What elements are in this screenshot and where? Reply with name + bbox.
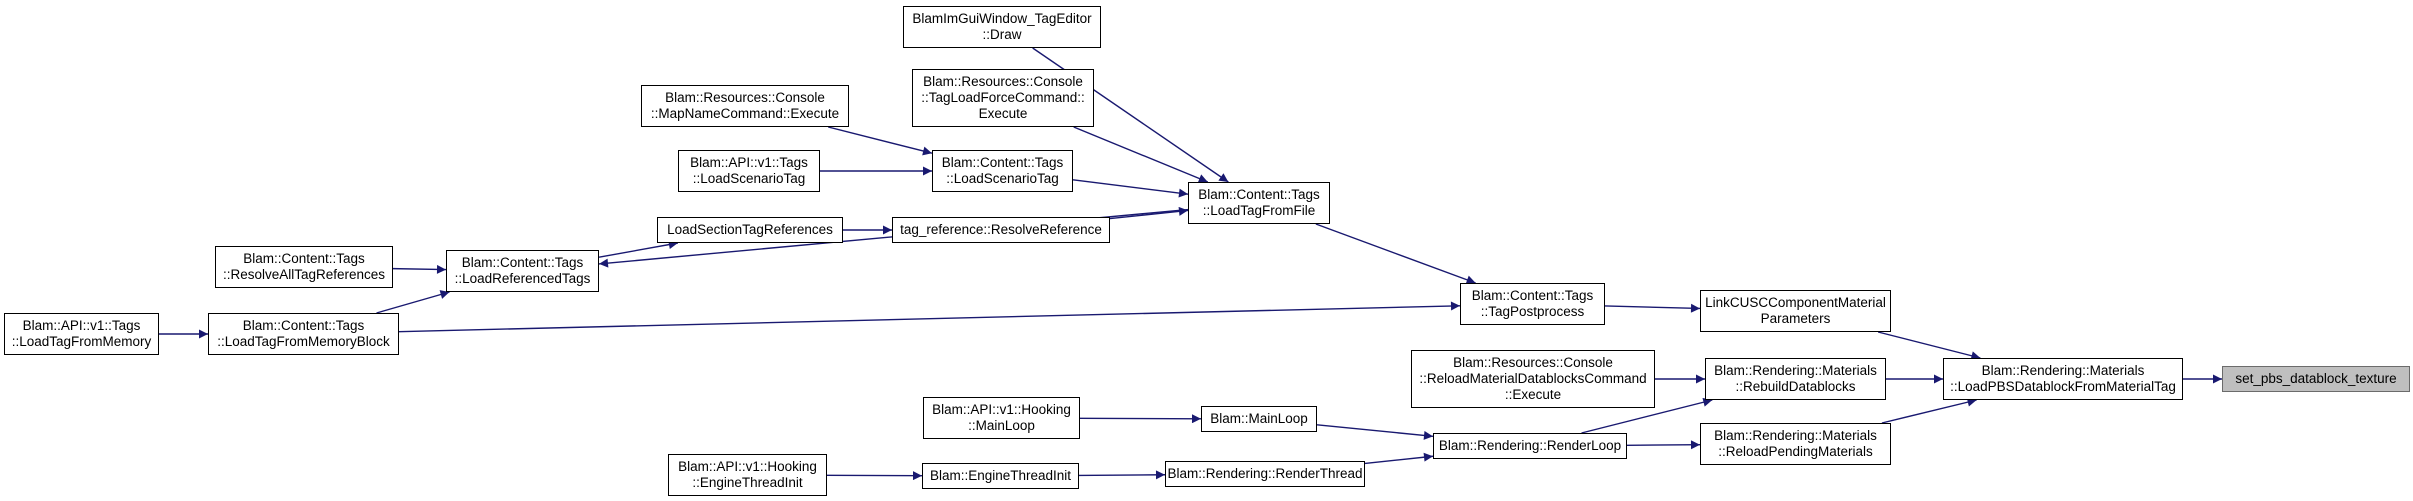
node-label-line: ::EngineThreadInit [692,475,803,490]
node-label-line: Blam::Content::Tags [243,251,365,266]
node-label-line: ::ReloadMaterialDatablocksCommand [1419,371,1647,386]
call-edge [1877,331,1981,361]
node-label-line: ::TagPostprocess [1480,304,1585,319]
node-label-line: Blam::Content::Tags [242,318,365,333]
node-label-line: Blam::API::v1::Hooking [678,459,817,474]
call-edge [1364,452,1434,465]
node-label-line: Parameters [1760,311,1831,326]
node-label-line: Blam::Resources::Console [665,90,825,105]
node-hooking-engine-thread-init[interactable]: Blam::API::v1::Hooking::EngineThreadInit [668,454,827,496]
node-label-line: Blam::MainLoop [1210,411,1308,426]
call-edge [598,240,678,258]
node-label-line: ::Draw [982,27,1022,42]
node-label-line: tag_reference::ResolveReference [900,222,1102,237]
node-load-referenced-tags[interactable]: Blam::Content::Tags::LoadReferencedTags [446,250,599,292]
node-label-line: LinkCUSCComponentMaterial [1705,295,1886,310]
call-edge [1881,397,1977,424]
call-edge [828,126,933,156]
node-label-line: set_pbs_datablock_texture [2235,371,2397,386]
node-label-line: Blam::Resources::Console [1453,355,1613,370]
node-label-line: ::LoadScenarioTag [692,171,806,186]
node-label-line: Blam::Resources::Console [923,74,1083,89]
call-edge [1073,126,1209,183]
call-edge [1315,223,1476,285]
node-render-loop[interactable]: Blam::Rendering::RenderLoop [1433,433,1627,459]
node-label-line: Blam::Rendering::RenderThread [1167,466,1363,481]
node-reload-material-datablocks-command[interactable]: Blam::Resources::Console::ReloadMaterial… [1411,350,1655,408]
node-label-line: ::MainLoop [968,418,1035,433]
call-edge [1626,440,1701,450]
node-render-thread[interactable]: Blam::Rendering::RenderThread [1165,461,1365,487]
node-label-line: ::MapNameCommand::Execute [650,106,840,121]
node-tag-load-force-command[interactable]: Blam::Resources::Console::TagLoadForceCo… [912,69,1094,127]
node-engine-thread-init[interactable]: Blam::EngineThreadInit [922,463,1079,489]
node-label-line: ::RebuildDatablocks [1735,379,1856,394]
node-resolve-all-tag-references[interactable]: Blam::Content::Tags::ResolveAllTagRefere… [215,246,393,288]
call-edge [1316,424,1434,440]
call-edge [392,264,447,274]
node-load-section-tag-references[interactable]: LoadSectionTagReferences [657,217,843,243]
node-label-line: Blam::API::v1::Hooking [932,402,1071,417]
node-label-line: ::ReloadPendingMaterials [1718,444,1873,459]
node-load-scenario-tag[interactable]: Blam::Content::Tags::LoadScenarioTag [932,150,1073,192]
call-edge [398,301,1461,333]
node-reload-pending-materials[interactable]: Blam::Rendering::Materials::ReloadPendin… [1700,423,1891,465]
node-load-pbs-datablock-from-material-tag[interactable]: Blam::Rendering::Materials::LoadPBSDatab… [1943,358,2183,400]
node-label-line: Blam::Rendering::Materials [1981,363,2145,378]
node-label-line: Blam::API::v1::Tags [690,155,808,170]
call-edge [376,290,450,314]
node-label-line: Blam::Content::Tags [941,155,1064,170]
node-main-loop[interactable]: Blam::MainLoop [1201,406,1317,432]
call-edge [1581,397,1713,434]
node-map-name-command[interactable]: Blam::Resources::Console::MapNameCommand… [641,85,849,127]
node-tag-postprocess[interactable]: Blam::Content::Tags::TagPostprocess [1460,283,1605,325]
node-label-line: ::LoadTagFromMemoryBlock [217,334,390,349]
node-label-line: Blam::Content::Tags [1471,288,1594,303]
node-label-line: Blam::Rendering::Materials [1714,363,1877,378]
node-label-line: Execute [978,106,1028,121]
node-label-line: ::Execute [1504,387,1562,402]
node-load-tag-from-file[interactable]: Blam::Content::Tags::LoadTagFromFile [1188,182,1330,224]
node-label-line: ::TagLoadForceCommand:: [921,90,1085,105]
node-label-line: ::LoadReferencedTags [454,271,591,286]
node-load-tag-from-memory-block[interactable]: Blam::Content::Tags::LoadTagFromMemoryBl… [208,313,399,355]
node-label-line: Blam::Content::Tags [461,255,584,270]
node-label-line: ::ResolveAllTagReferences [222,267,386,282]
node-label-line: Blam::EngineThreadInit [929,468,1072,483]
node-label-line: Blam::Content::Tags [1198,187,1320,202]
node-label-line: Blam::Rendering::Materials [1714,428,1877,443]
call-edge [1078,470,1166,480]
call-edge [1604,303,1701,313]
node-resolve-reference[interactable]: tag_reference::ResolveReference [892,217,1110,243]
node-label-line: LoadSectionTagReferences [667,222,833,237]
call-edge [1072,179,1189,198]
node-tag-editor-draw[interactable]: BlamImGuiWindow_TagEditor::Draw [903,6,1101,48]
node-label-line: Blam::API::v1::Tags [22,318,141,333]
node-rebuild-datablocks[interactable]: Blam::Rendering::Materials::RebuildDatab… [1705,358,1886,400]
node-label-line: ::LoadTagFromMemory [11,334,152,349]
node-label-line: Blam::Rendering::RenderLoop [1438,438,1622,453]
node-label-line: ::LoadScenarioTag [946,171,1059,186]
node-label-line: BlamImGuiWindow_TagEditor [912,11,1092,26]
node-label-line: ::LoadPBSDatablockFromMaterialTag [1950,379,2176,394]
node-api-load-tag-from-memory[interactable]: Blam::API::v1::Tags::LoadTagFromMemory [4,313,159,355]
node-set-pbs-datablock-texture: set_pbs_datablock_texture [2222,366,2410,392]
node-api-load-scenario-tag[interactable]: Blam::API::v1::Tags::LoadScenarioTag [678,150,820,192]
node-hooking-main-loop[interactable]: Blam::API::v1::Hooking::MainLoop [923,397,1080,439]
node-label-line: ::LoadTagFromFile [1202,203,1316,218]
call-edge [1109,206,1189,220]
